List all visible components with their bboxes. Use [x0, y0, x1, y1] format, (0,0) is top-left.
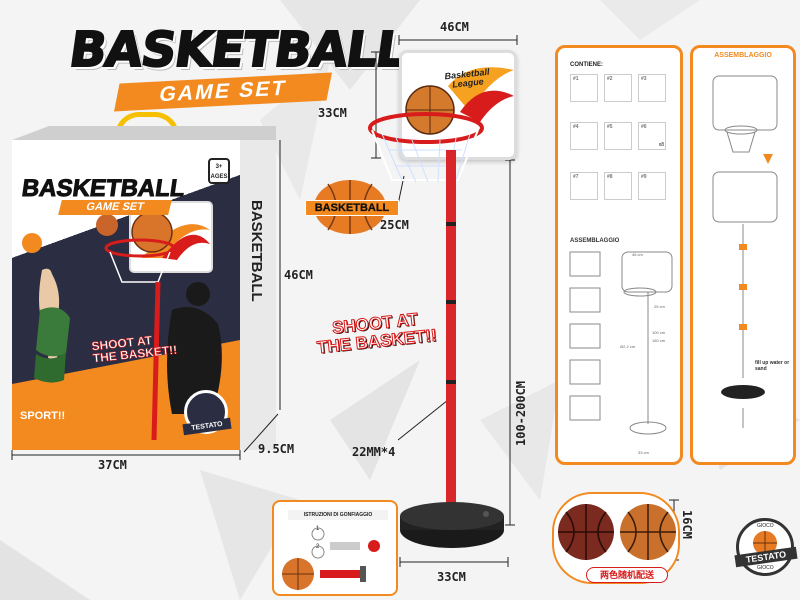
box-height-label: 46CM — [284, 268, 313, 282]
package-box-side: BASKETBALL — [240, 140, 276, 450]
package-box-front: BASKETBALL GAME SET 3+ AGES SHOOT AT THE… — [12, 140, 240, 450]
part-cell: #5 — [604, 122, 632, 150]
box-top — [12, 126, 276, 140]
box-depth-label: 9.5CM — [258, 442, 295, 456]
part-cell: #4 — [570, 122, 598, 150]
age-badge: 3+ AGES — [208, 158, 230, 184]
assembly-steps — [712, 75, 778, 428]
fill-note: fill up water or sand — [755, 360, 790, 372]
pole-height-label: 100-200CM — [514, 380, 528, 446]
random-color-note: 两色随机配送 — [586, 567, 668, 583]
assembly-diagram — [569, 251, 673, 435]
ball-size-label: 16CM — [680, 510, 694, 539]
part-cell: #8 — [604, 172, 632, 200]
part-cell: #1 — [570, 74, 598, 102]
rim-diameter-label: 25CM — [380, 218, 409, 232]
tube-size-label: 22MM*4 — [352, 445, 396, 459]
board-height-label: 33CM — [318, 106, 347, 120]
box-artwork — [22, 201, 222, 441]
box-width-label: 37CM — [98, 458, 127, 472]
assembly-subtitle: ASSEMBLAGGIO — [570, 238, 620, 244]
testato-badge: GIOCO TESTATO GIOCO — [734, 518, 798, 576]
inflation-instructions: ISTRUZIONI DI GONFIAGGIO 1 2 — [272, 500, 398, 596]
basketball-badge: BASKETBALL — [306, 180, 398, 234]
assembly-panel-title: ASSEMBLAGGIO — [714, 52, 772, 59]
board-width-label: 46CM — [440, 20, 469, 34]
part-cell: #2 — [604, 74, 632, 102]
part-cell: #3 — [638, 74, 666, 102]
assembly-panel: ASSEMBLAGGIO fill up water or sand — [690, 45, 796, 465]
basketballs-illustration — [558, 504, 676, 560]
part-cell: #7 — [570, 172, 598, 200]
box-side-logo: BASKETBALL — [248, 200, 265, 302]
pump-diagram — [282, 527, 380, 590]
balls-panel — [552, 492, 680, 584]
base-width-label: 33CM — [437, 570, 466, 584]
part-cell: #9 — [638, 172, 666, 200]
box-testato-badge: TESTATO — [182, 390, 232, 436]
sport-label: SPORT!! — [20, 410, 66, 422]
contents-title: CONTIENE: — [570, 62, 603, 68]
